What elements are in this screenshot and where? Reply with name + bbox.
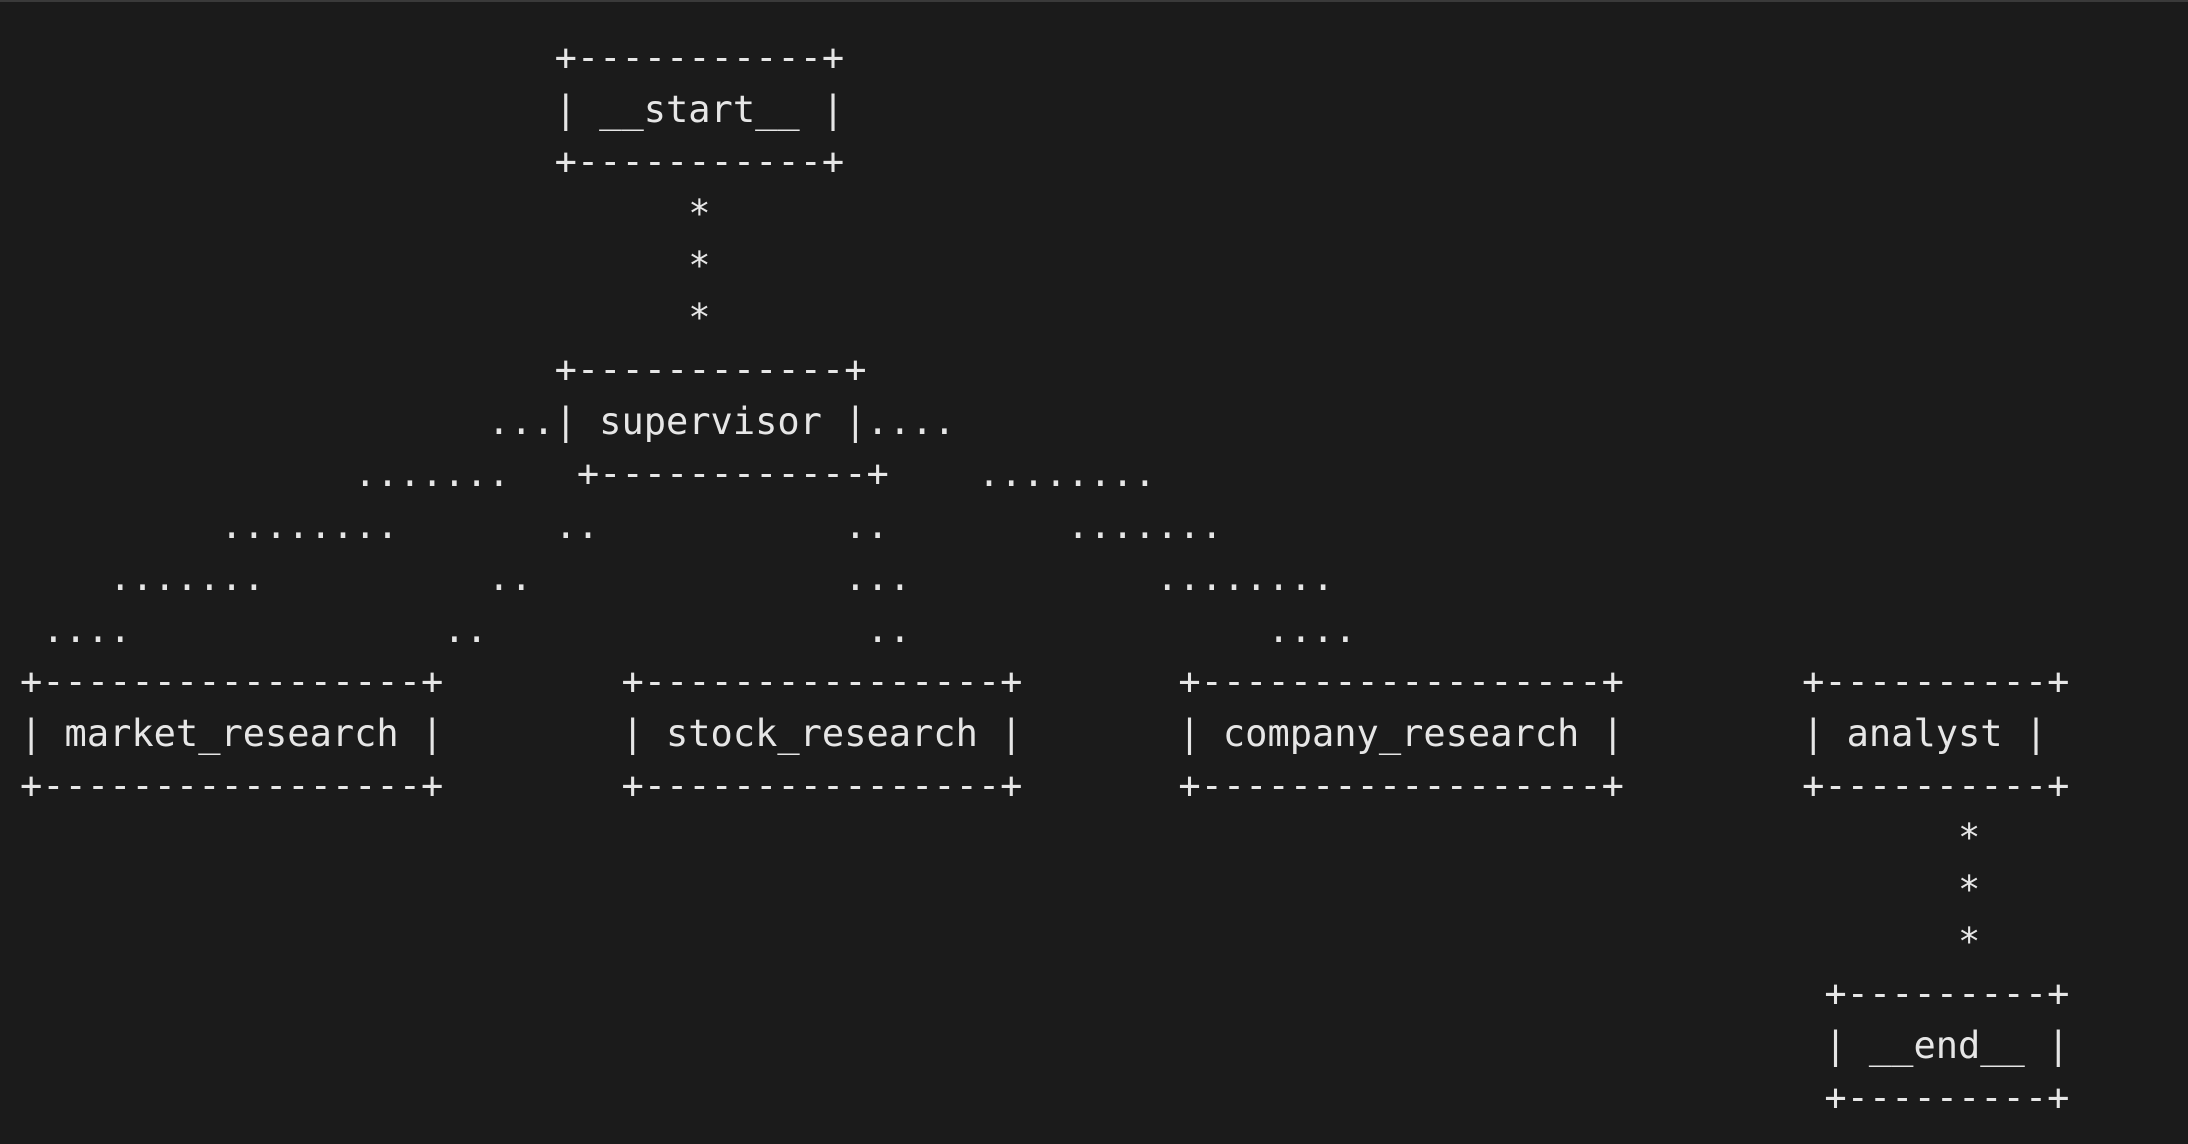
end-box-top: +---------+: [20, 972, 2070, 1015]
end-box-bottom: +---------+: [20, 1076, 2070, 1119]
start-box-bottom: +-----------+: [20, 140, 1602, 183]
end-box-label: | __end__ |: [20, 1024, 2070, 1067]
supervisor-box-top: +------------+: [20, 348, 1602, 391]
worker-boxes-bottom: +-----------------+ +----------------+ +…: [20, 764, 2070, 807]
edge-analyst-end: *: [20, 868, 1981, 911]
edge-start-supervisor: *: [20, 244, 1602, 287]
supervisor-edges-row-3: ....... .. ... ........: [20, 556, 1602, 599]
edge-start-supervisor: *: [20, 192, 1602, 235]
start-box-label: | __start__ |: [20, 88, 1602, 131]
supervisor-edges-row-4: .... .. .. ....: [20, 608, 1580, 651]
start-box-top: +-----------+: [20, 36, 1602, 79]
supervisor-box-label: ...| supervisor |....: [20, 400, 1602, 443]
edge-analyst-end: *: [20, 816, 1981, 859]
ascii-graph: +-----------+ | __start__ | +-----------…: [20, 32, 2069, 1124]
edge-start-supervisor: *: [20, 296, 1602, 339]
supervisor-edges-row-2: ........ .. .. .......: [20, 504, 1602, 547]
worker-boxes-top: +-----------------+ +----------------+ +…: [20, 660, 2070, 703]
worker-boxes-label: | market_research | | stock_research | |…: [20, 712, 2048, 755]
supervisor-edges-row-1: ....... +------------+ ........: [20, 452, 1602, 495]
edge-analyst-end: *: [20, 920, 1981, 963]
